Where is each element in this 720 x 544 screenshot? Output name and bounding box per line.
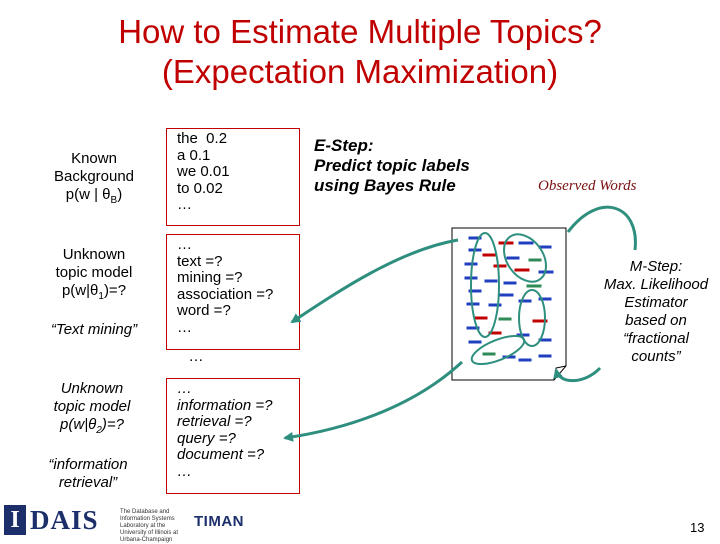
background-label-line2: Background [53,168,135,185]
dais-logo: I DAIS The Database and Information Syst… [4,505,254,543]
estep-arrow-topic1 [290,238,459,324]
estep-arrow-topic2 [283,360,464,442]
estep-text: E-Step: Predict topic labels using Bayes… [314,136,504,196]
title-line-2: (Expectation Maximization) [161,53,559,90]
logo-letter-i: I [4,505,26,535]
topic1-label-line2: topic model [55,264,133,281]
mstep-arrow-top [566,205,637,251]
topic1-trailing-ellipsis: … [188,348,204,365]
logo-dais-text: DAIS [30,505,99,535]
topic2-label-line1: Unknown [60,380,124,397]
topic-cluster-ellipses [470,232,547,365]
topic1-label-line1: Unknown [62,246,126,263]
topic1-word-box: … text =? mining =? association =? word … [166,234,300,350]
title-line-1: How to Estimate Multiple Topics? [118,13,602,50]
logo-lab-text: The Database and Information Systems Lab… [120,509,179,543]
topic2-word-box: … information =? retrieval =? query =? d… [166,378,300,494]
topic2-label-formula: p(w|θ2)=? [60,416,124,436]
logo-timan-text: TIMAN [194,513,244,530]
mstep-arrow-bottom [553,366,602,383]
topic2-caption-line1: “information [48,456,128,473]
slide-title: How to Estimate Multiple Topics? (Expect… [0,12,720,92]
topic1-caption: “Text mining” [50,321,138,338]
mstep-line5: “fractional [623,330,689,347]
topic2-caption-line2: retrieval” [58,474,118,491]
topic1-label: Unknown topic model p(w|θ1)=? [36,246,152,306]
topic2-label-line2: topic model [53,398,131,415]
topic2-label: Unknown topic model p(w|θ2)=? [32,380,152,440]
mstep-line4: based on [625,312,687,329]
background-word-box: the 0.2 a 0.1 we 0.01 to 0.02 … [166,128,300,226]
background-label-line1: Known [71,150,117,167]
page-number: 13 [690,520,705,535]
estep-line2: Predict topic labels [314,156,470,175]
topic2-caption: “information retrieval” [28,456,148,492]
mstep-line1: M-Step: [629,258,683,275]
mstep-line3: Estimator [624,294,688,311]
estep-line3: using Bayes Rule [314,176,456,195]
mstep-text: M-Step: Max. Likelihood Estimator based … [592,258,720,366]
background-label-formula: p(w | θB) [65,186,123,206]
mstep-line6: counts” [631,348,681,365]
background-label: Known Background p(w | θB) [36,150,152,210]
mstep-line2: Max. Likelihood [603,276,709,293]
observed-words-label: Observed Words [538,178,637,194]
estep-line1: E-Step: [314,136,374,155]
topic1-label-formula: p(w|θ1)=? [61,282,127,302]
